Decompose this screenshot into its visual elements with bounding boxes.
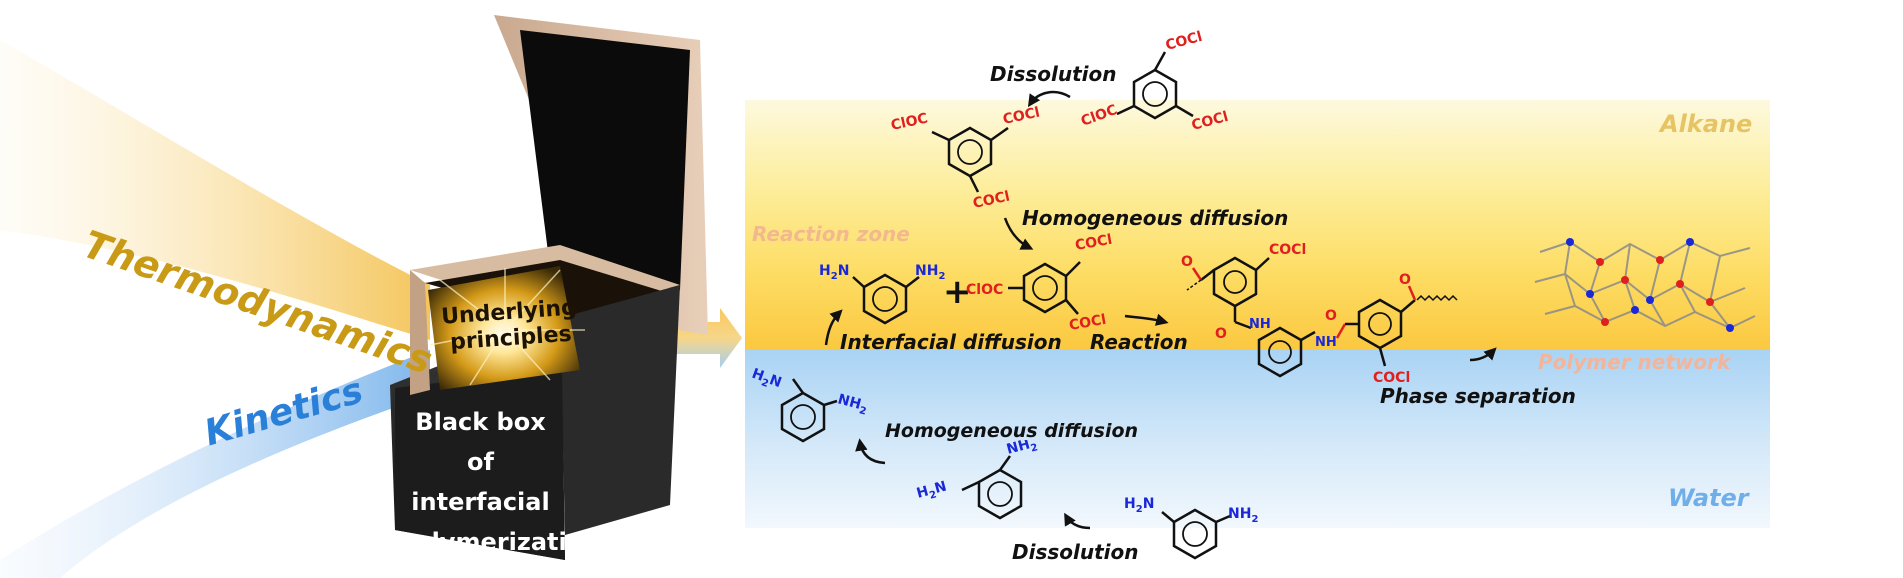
tmc-molecule-dissolving: COCl ClOC COCl — [1079, 30, 1230, 134]
tmc-molecule-reaction-zone: COCl ClOC COCl — [966, 232, 1113, 334]
thermodynamics-beam — [0, 40, 430, 340]
h2n-label: H2N — [915, 479, 949, 505]
tmc-molecule-alkane: COCl ClOC COCl — [890, 105, 1042, 212]
cocl-label: COCl — [972, 189, 1012, 212]
h2n-label: H2N — [819, 263, 849, 282]
cloc-label: ClOC — [890, 111, 930, 134]
arrow-homog-bottom — [855, 438, 886, 465]
cocl-label: COCl — [1190, 109, 1230, 134]
nh-label: NH — [1315, 335, 1337, 350]
arrow-phase-separation — [1469, 347, 1497, 362]
mpd-molecule-dissolving: H2N NH2 — [1124, 496, 1258, 560]
mpd-molecule-water-left: H2N NH2 — [749, 366, 869, 443]
cloc-label: ClOC — [966, 282, 1003, 298]
cloc-label: ClOC — [1079, 102, 1119, 130]
cocl-label: COCl — [1068, 312, 1107, 334]
nh2-label: NH2 — [1005, 440, 1039, 461]
nh2-label: NH2 — [835, 391, 869, 417]
o-label: O — [1325, 308, 1337, 324]
cocl-label: COCl — [1074, 232, 1113, 254]
box-front-line-2: interfacial — [411, 488, 550, 516]
box-inner-left — [410, 270, 430, 395]
cocl-label: COCl — [1373, 370, 1410, 386]
nh2-label: NH2 — [1228, 506, 1258, 525]
nh-label: NH — [1249, 317, 1271, 332]
mpd-molecule-reaction-zone: H2N NH2 — [819, 263, 945, 325]
reaction-zone-label: Reaction zone — [752, 222, 910, 246]
box-lid-inner — [520, 30, 690, 290]
cocl-label: COCl — [1269, 242, 1306, 258]
polymer-network-image — [1534, 238, 1756, 332]
box-front-line-3: polymerization — [398, 528, 601, 556]
water-phase — [745, 350, 1770, 528]
polymer-network-label: Polymer network — [1538, 350, 1731, 374]
glow-panel — [428, 266, 580, 390]
kinetics-beam — [0, 350, 430, 578]
o-label: O — [1181, 254, 1193, 270]
polyamide-fragment: O COCl O NH NH O O COCl — [1181, 242, 1458, 386]
arrow-dissolution-bottom — [1064, 512, 1091, 530]
phase-separation-label: Phase separation — [1380, 384, 1576, 408]
dissolution-top-label: Dissolution — [990, 62, 1117, 86]
box-front-panel — [395, 368, 565, 560]
o-label: O — [1399, 272, 1411, 288]
cocl-label: COCl — [1164, 30, 1204, 54]
reaction-label: Reaction — [1090, 330, 1188, 354]
homogeneous-diffusion-bottom-label: Homogeneous diffusion — [885, 420, 1139, 442]
box-glow-text: Underlying principles — [438, 295, 581, 357]
o-label: O — [1215, 326, 1227, 342]
alkane-phase — [745, 100, 1770, 350]
cocl-label: COCl — [1002, 105, 1042, 128]
h2n-label: H2N — [1124, 496, 1154, 515]
interfacial-diffusion-label: Interfacial diffusion — [840, 330, 1062, 354]
box-front-line-1: Black box of — [415, 408, 546, 476]
arrow-homog-top — [1003, 217, 1034, 250]
arrow-dissolution-top — [1027, 90, 1071, 108]
nh2-label: NH2 — [915, 263, 945, 282]
h2n-label: H2N — [749, 366, 784, 394]
arrow-reaction — [1124, 313, 1169, 326]
box-front-text: Black box of interfacial polymerization — [398, 402, 601, 562]
glow-rays — [429, 268, 585, 386]
plus-sign: + — [943, 272, 972, 312]
dissolution-bottom-label: Dissolution — [1012, 540, 1139, 564]
box-side — [560, 285, 680, 535]
homogeneous-diffusion-top-label: Homogeneous diffusion — [1022, 206, 1289, 230]
arrow-interfacial — [824, 309, 843, 346]
mpd-molecule-water-middle: H2N NH2 — [915, 440, 1039, 520]
water-label: Water — [1668, 484, 1749, 512]
alkane-label: Alkane — [1660, 110, 1753, 138]
